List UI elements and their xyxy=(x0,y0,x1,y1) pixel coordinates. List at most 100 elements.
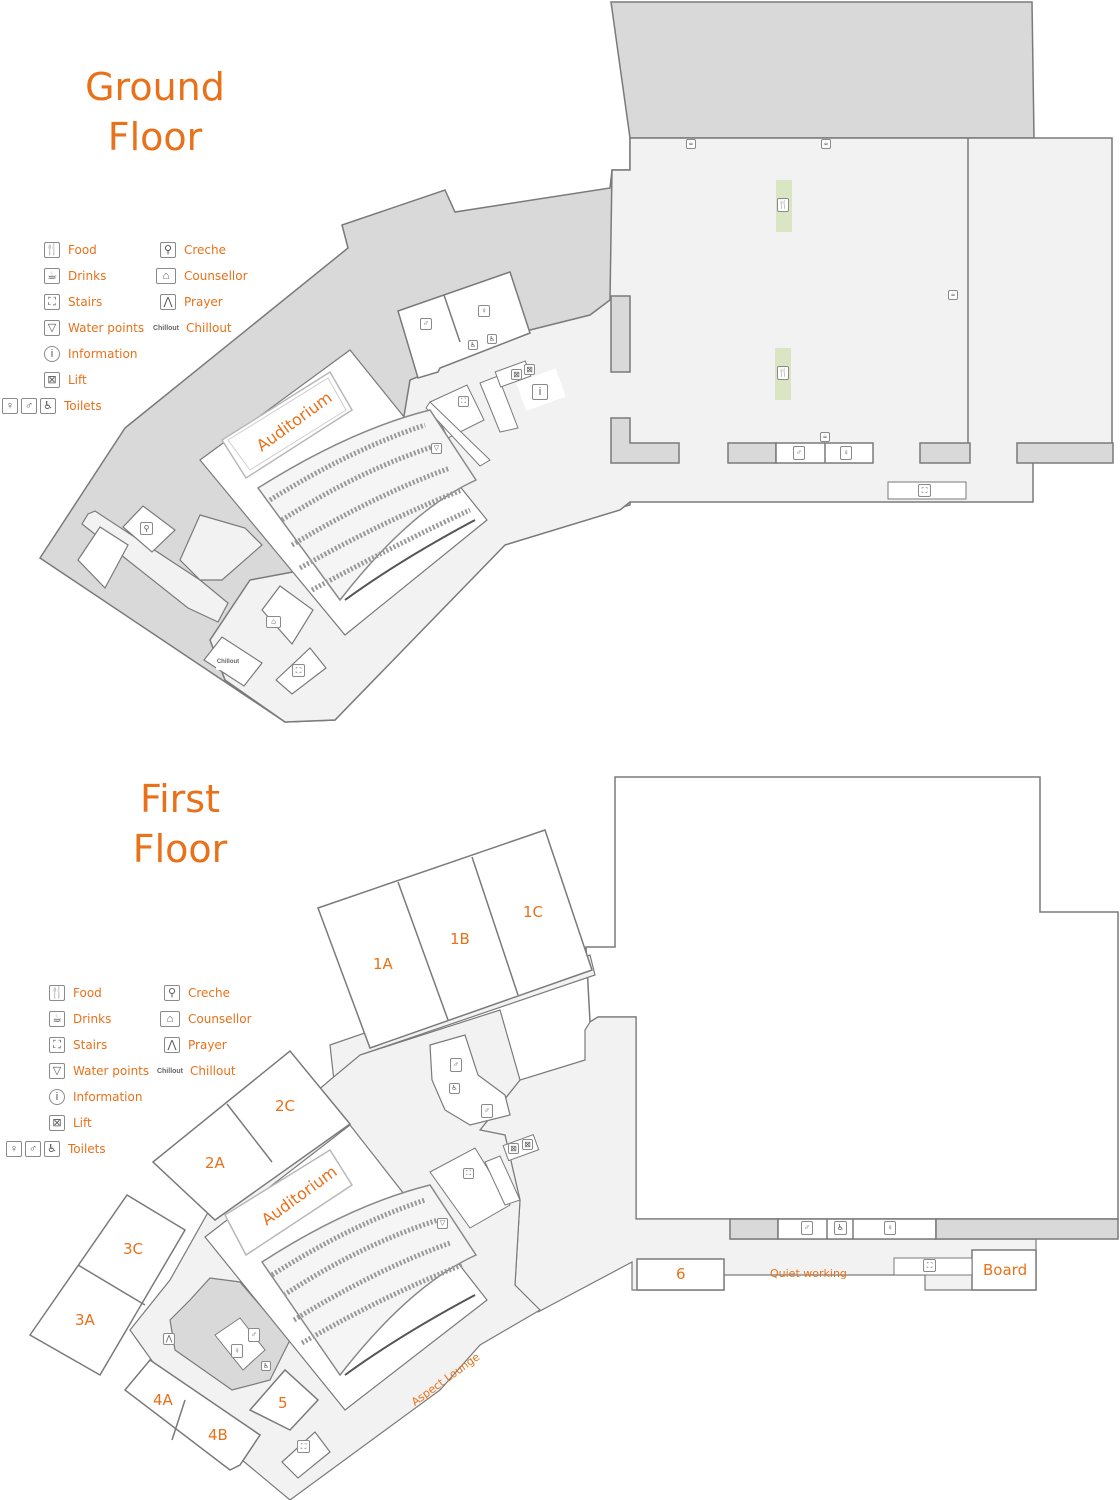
creche-icon: ⚲ xyxy=(160,242,176,258)
counsellor-icon: ⌂ xyxy=(160,1011,180,1027)
accessible-toilet-icon: ♿ xyxy=(834,1221,847,1235)
stairs-icon: ⛶ xyxy=(49,1037,65,1053)
accessible-toilet-icon: ♿ xyxy=(40,398,56,414)
first-floor-title: First Floor xyxy=(132,777,228,871)
lift-icon: ⊠ xyxy=(508,1143,519,1154)
stairs-icon: ⛶ xyxy=(918,484,931,497)
male-toilet-icon: ♂ xyxy=(793,446,805,460)
chillout-icon: Chillout xyxy=(157,1063,183,1079)
legend-drinks: ☕ Drinks xyxy=(49,1009,111,1029)
lift-icon: ⊠ xyxy=(524,364,535,375)
drinks-icon: ☕ xyxy=(49,1011,65,1027)
information-icon: i xyxy=(44,346,60,362)
male-toilet-icon: ♂ xyxy=(21,398,37,414)
quiet-working-label: Quiet working xyxy=(770,1267,847,1280)
stairs-icon: ⛶ xyxy=(463,1168,474,1179)
first-rooms-4 xyxy=(123,1358,262,1471)
first-rooms-3 xyxy=(28,1193,187,1377)
male-toilet-icon: ♂ xyxy=(25,1141,41,1157)
food-icon: 🍴 xyxy=(777,366,789,380)
room-board-label: Board xyxy=(983,1261,1028,1279)
lift-icon: ⊠ xyxy=(511,369,522,380)
food-icon: 🍴 xyxy=(44,242,60,258)
room-2a-label: 2A xyxy=(205,1154,225,1172)
accessible-toilet-icon: ♿ xyxy=(487,334,497,344)
female-toilet-icon: ♀ xyxy=(2,398,18,414)
room-3c-label: 3C xyxy=(123,1240,144,1258)
first-room-6 xyxy=(636,1258,725,1291)
accessible-toilet-icon: ♿ xyxy=(44,1141,60,1157)
creche-icon: ⚲ xyxy=(140,522,153,535)
legend-food: 🍴 Food xyxy=(49,985,102,1001)
lift-icon: ⊠ xyxy=(44,372,60,388)
lift-icon: ⊠ xyxy=(522,1139,533,1150)
drinks-icon: ☕ xyxy=(948,290,958,300)
drinks-icon: ☕ xyxy=(686,139,696,149)
stairs-icon: ⛶ xyxy=(923,1259,936,1272)
stairs-icon: ⛶ xyxy=(297,1440,310,1453)
legend-counsellor: ⌂ Counsellor xyxy=(160,1009,252,1029)
chillout-icon: Chillout xyxy=(216,654,240,670)
legend-chillout: Chillout Chillout xyxy=(156,1063,236,1079)
accessible-toilet-icon: ♿ xyxy=(468,340,478,350)
legend-information: i Information xyxy=(49,1087,142,1107)
chillout-icon: Chillout xyxy=(153,320,179,336)
legend-toilets: ♀ ♂ ♿ Toilets xyxy=(2,396,102,416)
drinks-icon: ☕ xyxy=(44,268,60,284)
legend-counsellor: ⌂ Counsellor xyxy=(156,266,248,286)
water-point-icon: ▽ xyxy=(437,1218,448,1229)
food-icon: 🍴 xyxy=(49,985,65,1001)
legend-water-points: ▽ Water points xyxy=(49,1061,149,1081)
legend-information: i Information xyxy=(44,344,137,364)
male-toilet-icon: ♂ xyxy=(248,1328,260,1342)
room-5-label: 5 xyxy=(278,1394,288,1412)
legend-toilets: ♀ ♂ ♿ Toilets xyxy=(6,1139,106,1159)
legend-creche: ⚲ Creche xyxy=(164,983,230,1003)
legend-lift: ⊠ Lift xyxy=(44,370,87,390)
food-icon: 🍴 xyxy=(777,198,789,212)
first-floor-plan xyxy=(28,776,1119,1500)
prayer-icon: ⋀ xyxy=(163,1333,175,1345)
counsellor-icon: ⌂ xyxy=(266,616,281,628)
female-toilet-icon: ♀ xyxy=(6,1141,22,1157)
ground-main-hall xyxy=(209,137,1113,723)
ground-hall-block-5 xyxy=(1016,442,1114,464)
legend-food: 🍴 Food xyxy=(44,242,97,258)
counsellor-icon: ⌂ xyxy=(156,268,176,284)
prayer-icon: ⋀ xyxy=(160,294,176,310)
ground-hall-block-4 xyxy=(919,442,971,464)
drinks-icon: ☕ xyxy=(821,139,831,149)
creche-icon: ⚲ xyxy=(164,985,180,1001)
stairs-icon: ⛶ xyxy=(458,396,469,407)
ground-auditorium xyxy=(199,349,488,636)
male-toilet-icon: ♂ xyxy=(420,318,432,330)
legend-drinks: ☕ Drinks xyxy=(44,266,106,286)
legend-creche: ⚲ Creche xyxy=(160,240,226,260)
information-icon: i xyxy=(49,1089,65,1105)
first-room-board xyxy=(971,1249,1037,1291)
ground-hall-block-2 xyxy=(610,417,680,464)
first-void-hall xyxy=(585,776,1119,1220)
water-point-icon: ▽ xyxy=(44,320,60,336)
information-icon: i xyxy=(532,384,548,400)
female-toilet-icon: ♀ xyxy=(840,446,852,460)
stairs-icon: ⛶ xyxy=(44,294,60,310)
female-toilet-icon: ♀ xyxy=(231,1344,243,1358)
accessible-toilet-icon: ♿ xyxy=(261,1361,271,1371)
legend-stairs: ⛶ Stairs xyxy=(44,292,102,312)
ground-hall-block-3 xyxy=(727,442,777,464)
female-toilet-icon: ♀ xyxy=(884,1221,896,1235)
legend-stairs: ⛶ Stairs xyxy=(49,1035,107,1055)
ground-counsellor-room xyxy=(261,585,314,646)
water-point-icon: ▽ xyxy=(431,443,442,454)
room-3a-label: 3A xyxy=(75,1311,95,1329)
room-4a-label: 4A xyxy=(153,1391,173,1409)
legend-prayer: ⋀ Prayer xyxy=(160,292,223,312)
ground-hall-block-1 xyxy=(610,295,631,373)
room-2c-label: 2C xyxy=(275,1097,296,1115)
legend-water-points: ▽ Water points xyxy=(44,318,144,338)
legend-prayer: ⋀ Prayer xyxy=(164,1035,227,1055)
first-auditorium xyxy=(204,1124,488,1411)
male-toilet-icon: ♂ xyxy=(481,1104,493,1118)
